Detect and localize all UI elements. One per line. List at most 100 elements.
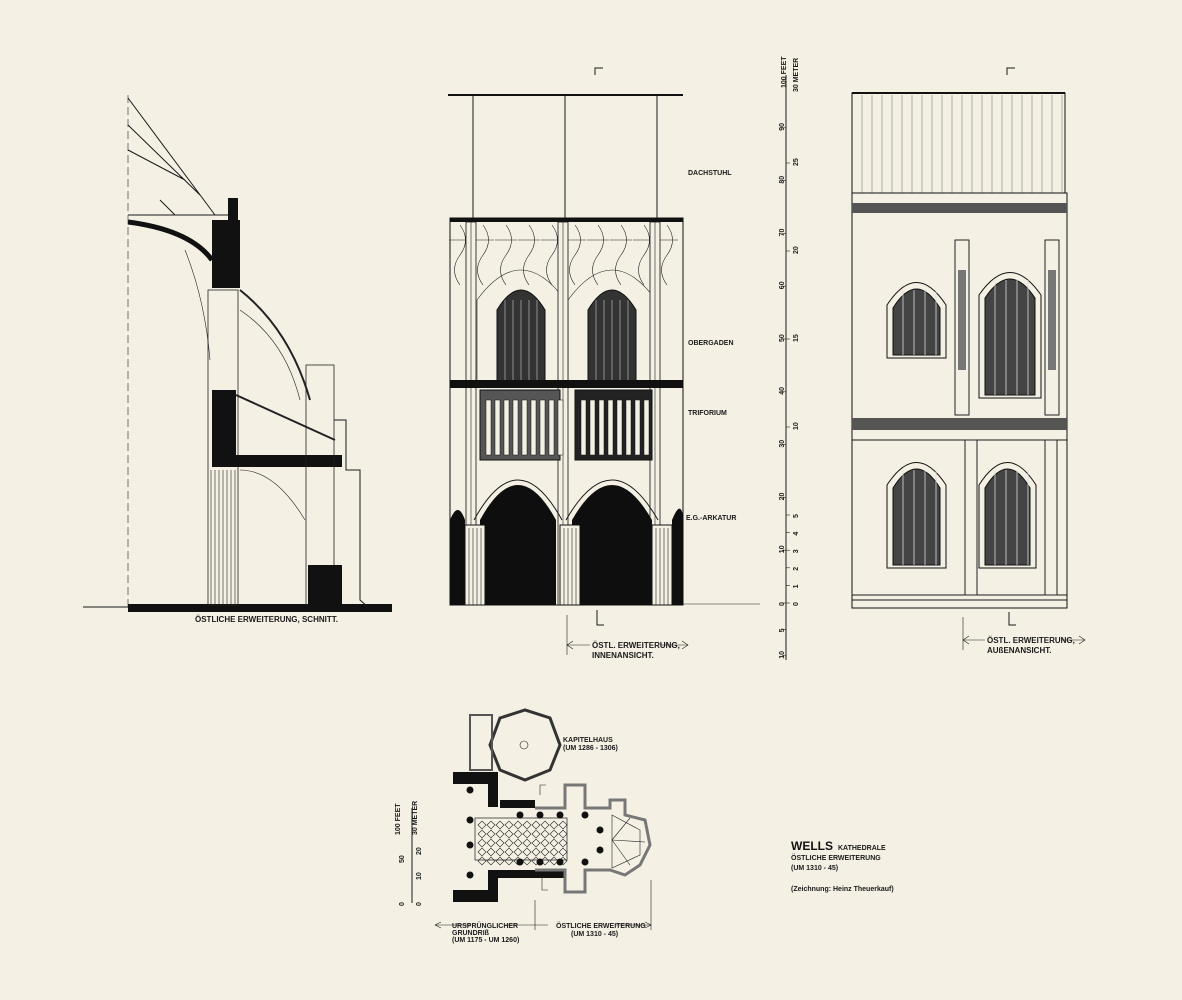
plan-scale-meter-unit: 30 METER [412,801,419,835]
title: WELLS [791,839,833,853]
window-frame [978,462,1037,569]
vault-pattern [540,829,550,839]
section-caption: ÖSTLICHE ERWEITERUNG, SCHNITT. [195,615,338,624]
elevation-scale-bar: 100 FEET 30 METER 9080706050403020100510… [779,56,800,660]
triforium-opening [485,399,492,456]
label-arcade: E.G.-ARKATUR [686,515,736,522]
interior-caption-2: INNENANSICHT. [592,651,654,660]
window-frame [886,462,947,569]
triforium-opening [607,399,614,456]
section-marker-top [594,67,603,75]
lady-chapel [611,814,646,869]
title-line-3: (UM 1310 - 45) [791,865,838,872]
original-plan-label-2: GRUNDRIß [452,930,490,937]
vault-pattern [558,829,568,839]
scale-meter-label: 5 [793,514,800,518]
scale-meter-label: 10 [793,422,800,430]
vault-pattern [522,820,532,830]
interior-elevation-drawing [448,67,760,626]
clerestory-wall [212,220,240,288]
window-glazing [892,288,941,356]
vault-pattern [477,829,487,839]
roof-truss [127,97,228,216]
scale-meter-unit: 30 METER [793,58,800,92]
scale-feet-label: 0 [779,602,786,606]
plan-pier [466,786,474,794]
vault-pattern [531,820,541,830]
scale-feet-label: 70 [779,229,786,237]
triforium-opening [530,399,537,456]
aisle-roof [235,394,336,441]
plan-scale-label: 10 [416,872,423,880]
plan-pier [516,858,524,866]
triforium-opening [643,399,650,456]
plan-scale-label: 0 [399,902,406,906]
tracery-rib [495,224,517,286]
window-glazing [892,468,941,566]
vault-pattern [495,829,505,839]
title-line-2: ÖSTLICHE ERWEITERUNG [791,853,881,862]
window-frame [978,272,1042,399]
vault-pattern [513,838,523,848]
vault-pattern [486,838,496,848]
vault-pattern [486,829,496,839]
vault-pattern [540,847,550,857]
exterior-caption-2: AUßENANSICHT. [987,646,1051,655]
chapter-house [488,708,562,782]
vault-pattern [495,847,505,857]
window-glazing [984,468,1031,566]
arcade-pier [651,524,673,606]
vault-pattern [486,856,496,866]
plan-pier [466,871,474,879]
triforium-opening [512,399,519,456]
scale-meter-label: 25 [793,158,800,166]
vault-pattern [540,838,550,848]
triforium-opening [598,399,605,456]
label-triforium: TRIFORIUM [688,410,727,417]
vault-pattern [540,856,550,866]
scale-feet-label: 10 [779,545,786,553]
plan-scale-bar: 100 FEET 30 METER 50 0 20 10 0 [395,801,423,906]
tracery-rib [518,224,540,286]
scale-meter-label: 4 [793,532,800,536]
vault-pattern [513,847,523,857]
arcade-arch [565,479,659,521]
triforium-opening [557,399,564,456]
eastern-extension-walls [535,783,652,894]
plan-scale-label: 0 [416,902,423,906]
tracery-rib [587,224,609,286]
triforium-opening [616,399,623,456]
vault-pattern [504,829,514,839]
vault-pattern [504,838,514,848]
nave-vault [127,219,215,262]
scale-feet-label: 30 [779,440,786,448]
original-plan-date: (UM 1175 - UM 1260) [452,937,519,944]
arcade-opening [480,485,556,605]
triforium-opening [503,399,510,456]
plan-pier [516,811,524,819]
label-clerestory: OBERGADEN [688,340,734,347]
triforium-panel [574,389,653,461]
label-roof: DACHSTUHL [688,170,732,177]
floor-plan-drawing [434,708,652,930]
triforium-opening [494,399,501,456]
title-block: WELLS KATHEDRALE ÖSTLICHE ERWEITERUNG (U… [791,839,894,893]
plan-pier [581,811,589,819]
scale-feet-unit: 100 FEET [781,56,788,88]
vault-pattern [558,820,568,830]
vault-pattern [513,820,523,830]
section-marker-top-ext [1006,67,1015,75]
vault-pattern [477,856,487,866]
vault-pattern [522,829,532,839]
exterior-elevation-drawing [851,67,1068,626]
interior-dimension-arrows [566,615,689,655]
arcade-pier [559,524,581,606]
window-frame [886,282,947,359]
plan-dimension-arrows [434,921,652,929]
arcade-pier [464,524,486,606]
plan-pier [536,811,544,819]
scale-meter-label: 1 [793,584,800,588]
scale-feet-label: 10 [779,651,786,659]
plan-pier [596,826,604,834]
vault-pattern [477,820,487,830]
